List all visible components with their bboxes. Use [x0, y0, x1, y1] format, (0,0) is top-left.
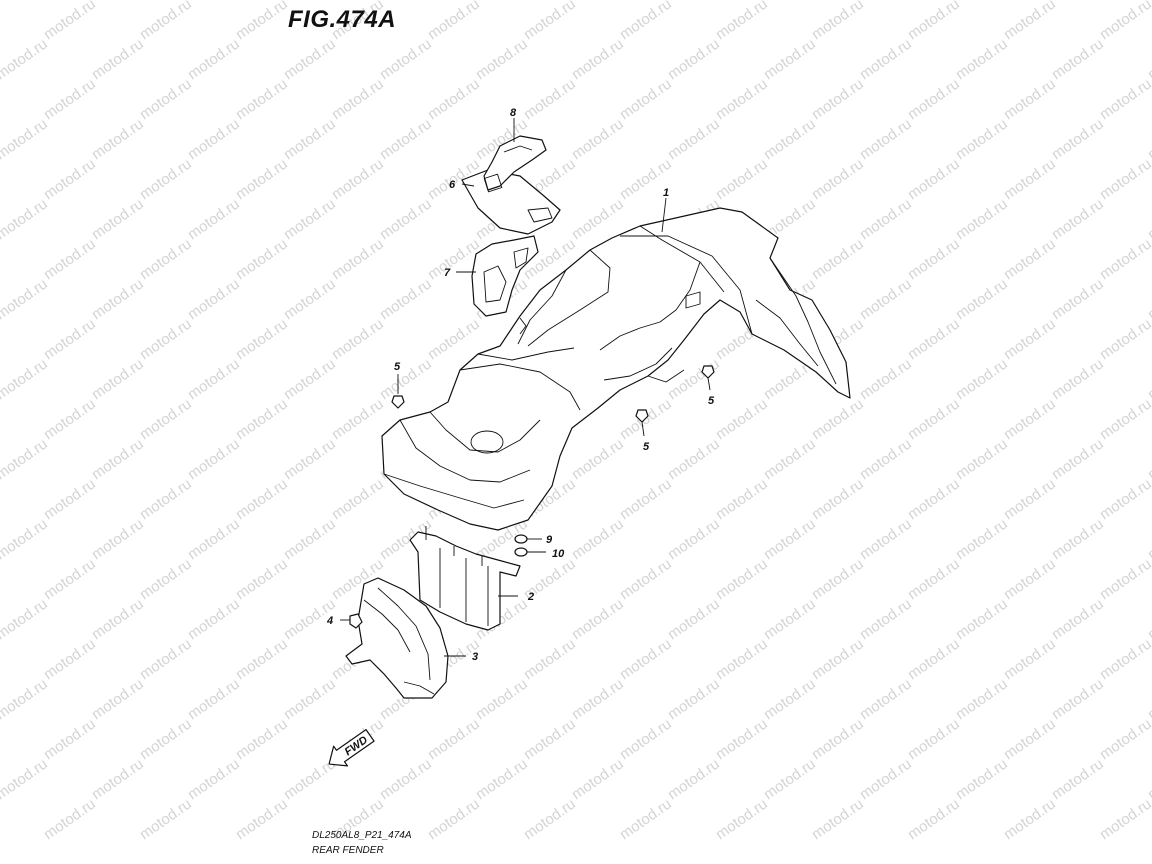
callout-6: 6	[449, 179, 456, 191]
lower-guard-part	[345, 577, 449, 699]
callout-3: 3	[472, 651, 478, 663]
rear-fender-part	[381, 207, 851, 531]
callout-5b: 5	[708, 395, 715, 407]
callout-5c: 5	[643, 441, 650, 453]
callout-5a: 5	[394, 361, 401, 373]
plate-part	[461, 169, 561, 235]
callout-1: 1	[663, 187, 669, 199]
fwd-arrow-icon: FWD	[328, 729, 375, 767]
bracket-part	[471, 235, 539, 317]
callout-labels: 1 2 3 4 5 5 5 6 7 8 9 10	[326, 107, 715, 663]
footer-code: DL250AL8_P21_474A	[312, 830, 412, 841]
strap-part	[483, 135, 547, 193]
callout-7: 7	[444, 267, 451, 279]
callout-4: 4	[326, 615, 333, 627]
callout-8: 8	[510, 107, 517, 119]
footer-title: REAR FENDER	[312, 845, 384, 856]
mud-flap-part	[409, 526, 521, 631]
callout-2: 2	[527, 591, 534, 603]
figure-title: FIG.474A	[288, 6, 397, 33]
callout-9: 9	[546, 534, 553, 546]
leader-lines	[340, 118, 711, 657]
callout-10: 10	[552, 548, 565, 560]
